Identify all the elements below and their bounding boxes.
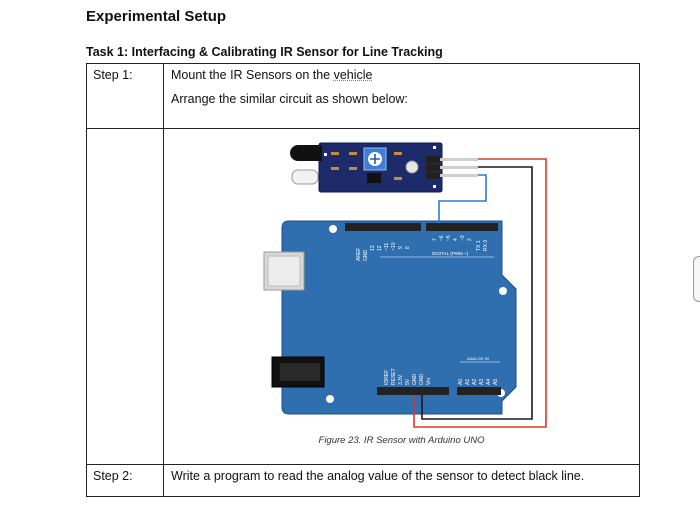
sensor-pin <box>426 172 440 179</box>
ir-sensor-module <box>290 142 478 193</box>
step-label: Step 1: <box>86 63 164 129</box>
side-panel-handle[interactable] <box>693 256 700 302</box>
task-title: Task 1: Interfacing & Calibrating IR Sen… <box>86 45 443 59</box>
step-content: Mount the IR Sensors on the vehicle Arra… <box>163 63 640 129</box>
table-row: Step 1: Mount the IR Sensors on the vehi… <box>86 63 640 129</box>
pin-label: ~10 <box>391 242 397 251</box>
pin-label: AREF <box>356 248 362 261</box>
pin-label: TX 1 <box>476 240 482 251</box>
comparator-chip <box>367 173 381 183</box>
step-line: Mount the IR Sensors on the vehicle <box>171 68 632 82</box>
wires <box>413 158 547 428</box>
sensor-pin <box>426 156 440 163</box>
pin-label: 3.3V <box>398 374 404 385</box>
table-row: AREF GND 13 12 ~11 ~10 9 8 7 ~6 ~5 4 <box>86 128 640 465</box>
digital-header <box>345 223 498 231</box>
table-row: Step 2: Write a program to read the anal… <box>86 464 640 497</box>
figure-cell: AREF GND 13 12 ~11 ~10 9 8 7 ~6 ~5 4 <box>163 128 640 465</box>
pin-label: 4 <box>453 238 459 241</box>
step-instruction: Arrange the similar circuit as shown bel… <box>171 92 408 106</box>
empty-cell <box>86 128 164 465</box>
step-content: Write a program to read the analog value… <box>163 464 640 497</box>
pin-label: GND <box>412 374 418 386</box>
pin-label: A1 <box>465 379 471 385</box>
step-label: Step 2: <box>86 464 164 497</box>
arduino-board: AREF GND 13 12 ~11 ~10 9 8 7 ~6 ~5 4 <box>263 220 517 415</box>
signal-wire <box>438 174 487 223</box>
pin-label: 5V <box>405 378 411 385</box>
pin-label: IOREF <box>384 370 390 385</box>
gnd-wire <box>421 166 533 420</box>
pin-label: 9 <box>398 246 404 249</box>
mount-hole <box>329 225 337 233</box>
pin-label: 2 <box>467 238 473 241</box>
mount-hole <box>499 287 507 295</box>
pin-label: 13 <box>370 245 376 251</box>
pin-label: A4 <box>486 379 492 385</box>
power-pin-labels: IOREF RESET 3.3V 5V GND GND Vin A0 A1 A2… <box>384 356 500 385</box>
vehicle-link[interactable]: vehicle <box>333 68 373 82</box>
pin-label: A2 <box>472 379 478 385</box>
pin-label: RX 0 <box>483 240 489 251</box>
vcc-wire <box>413 158 547 428</box>
figure-caption: Figure 23. IR Sensor with Arduino UNO <box>318 435 485 446</box>
pin-label: A0 <box>458 379 464 385</box>
steps-table: Step 1: Mount the IR Sensors on the vehi… <box>86 63 640 497</box>
sensor-pin <box>426 164 440 171</box>
digital-label: DIGITAL (PWM ~) <box>432 251 469 256</box>
pin-label: ~5 <box>446 235 452 241</box>
pin-label: ~11 <box>384 243 390 251</box>
analog-label: ANALOG IN <box>467 356 489 361</box>
pin-label: A3 <box>479 379 485 385</box>
pin-label: 7 <box>432 238 438 241</box>
digital-pin-labels: AREF GND 13 12 ~11 ~10 9 8 7 ~6 ~5 4 <box>356 235 494 261</box>
pin-label: 8 <box>405 246 411 249</box>
pin-label: A5 <box>493 379 499 385</box>
pin-label: ~6 <box>439 235 445 241</box>
ir-emitter-led <box>291 169 319 185</box>
pin-label: 12 <box>377 245 383 251</box>
figure: AREF GND 13 12 ~11 ~10 9 8 7 ~6 ~5 4 <box>164 129 639 456</box>
pin-label: RESET <box>391 368 397 385</box>
indicator-led <box>405 160 419 174</box>
power-header <box>377 387 501 395</box>
pin-label: ~3 <box>460 235 466 241</box>
pin-label: Vin <box>426 378 432 385</box>
section-heading: Experimental Setup <box>86 8 227 25</box>
mount-hole <box>326 395 334 403</box>
circuit-diagram: AREF GND 13 12 ~11 ~10 9 8 7 ~6 ~5 4 <box>263 142 547 428</box>
step-text: Mount the IR Sensors on the <box>171 68 334 82</box>
pin-label: GND <box>363 250 369 262</box>
pin-label: GND <box>419 374 425 386</box>
